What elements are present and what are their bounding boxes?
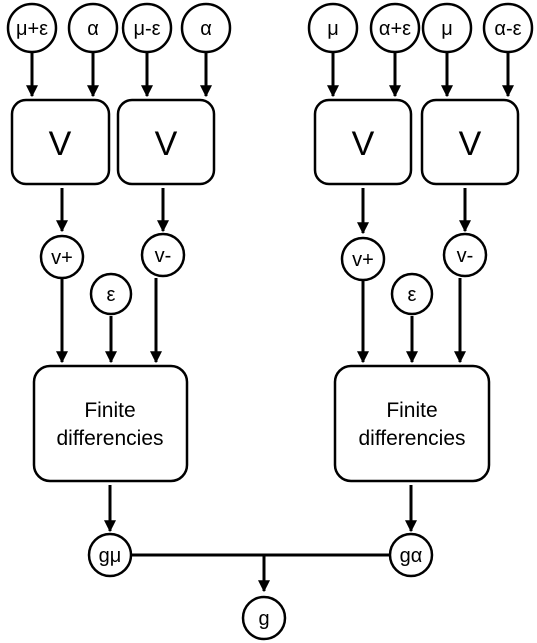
svg-text:V: V — [49, 125, 72, 163]
svg-text:V: V — [352, 125, 375, 163]
left-edges — [26, 52, 212, 533]
svg-text:μ+ε: μ+ε — [16, 18, 48, 40]
left-v-box-minus: V — [116, 98, 216, 186]
right-input-mu-1: μ — [307, 2, 359, 54]
svg-text:V: V — [459, 125, 482, 163]
svg-text:v+: v+ — [51, 247, 73, 269]
right-v-plus-node: v+ — [340, 236, 386, 282]
right-finite-differences-box: Finite differencies — [333, 364, 491, 483]
result-g-node: g — [241, 595, 287, 641]
svg-text:differencies: differencies — [56, 427, 163, 450]
right-epsilon-node: ε — [390, 272, 434, 316]
svg-text:v-: v- — [457, 245, 474, 267]
left-input-alpha-1: α — [67, 2, 119, 54]
left-input-mu-minus-eps: μ-ε — [121, 2, 173, 54]
svg-text:differencies: differencies — [358, 427, 465, 450]
svg-text:α: α — [87, 18, 99, 40]
svg-text:Finite: Finite — [84, 399, 135, 422]
left-finite-differences-box: Finite differencies — [32, 364, 189, 483]
svg-text:α: α — [200, 18, 212, 40]
svg-text:g: g — [258, 608, 269, 630]
svg-text:μ: μ — [327, 18, 339, 40]
right-edges — [327, 52, 514, 533]
svg-text:v-: v- — [155, 245, 172, 267]
svg-text:α-ε: α-ε — [494, 18, 521, 40]
left-input-alpha-2: α — [180, 2, 232, 54]
svg-text:α+ε: α+ε — [379, 18, 411, 40]
svg-text:ε: ε — [408, 284, 417, 306]
left-output-g-mu: gμ — [87, 532, 133, 578]
right-v-box-minus: V — [420, 98, 520, 186]
svg-text:v+: v+ — [352, 249, 374, 271]
left-epsilon-node: ε — [89, 272, 133, 316]
right-input-mu-2: μ — [421, 2, 473, 54]
svg-text:μ-ε: μ-ε — [133, 18, 160, 40]
right-input-alpha-plus-eps: α+ε — [369, 2, 421, 54]
left-input-mu-plus-eps: μ+ε — [6, 2, 58, 54]
result-edges — [132, 553, 390, 593]
right-v-minus-node: v- — [442, 232, 488, 278]
svg-text:gμ: gμ — [99, 545, 122, 567]
svg-text:gα: gα — [400, 545, 423, 567]
left-v-box-plus: V — [10, 98, 111, 186]
svg-text:Finite: Finite — [386, 399, 437, 422]
right-v-box-plus: V — [313, 98, 413, 186]
left-v-minus-node: v- — [140, 232, 186, 278]
svg-text:μ: μ — [441, 18, 453, 40]
right-input-alpha-minus-eps: α-ε — [482, 2, 534, 54]
left-v-plus-node: v+ — [39, 234, 85, 280]
svg-text:V: V — [155, 125, 178, 163]
svg-text:ε: ε — [107, 284, 116, 306]
right-output-g-alpha: gα — [388, 532, 434, 578]
